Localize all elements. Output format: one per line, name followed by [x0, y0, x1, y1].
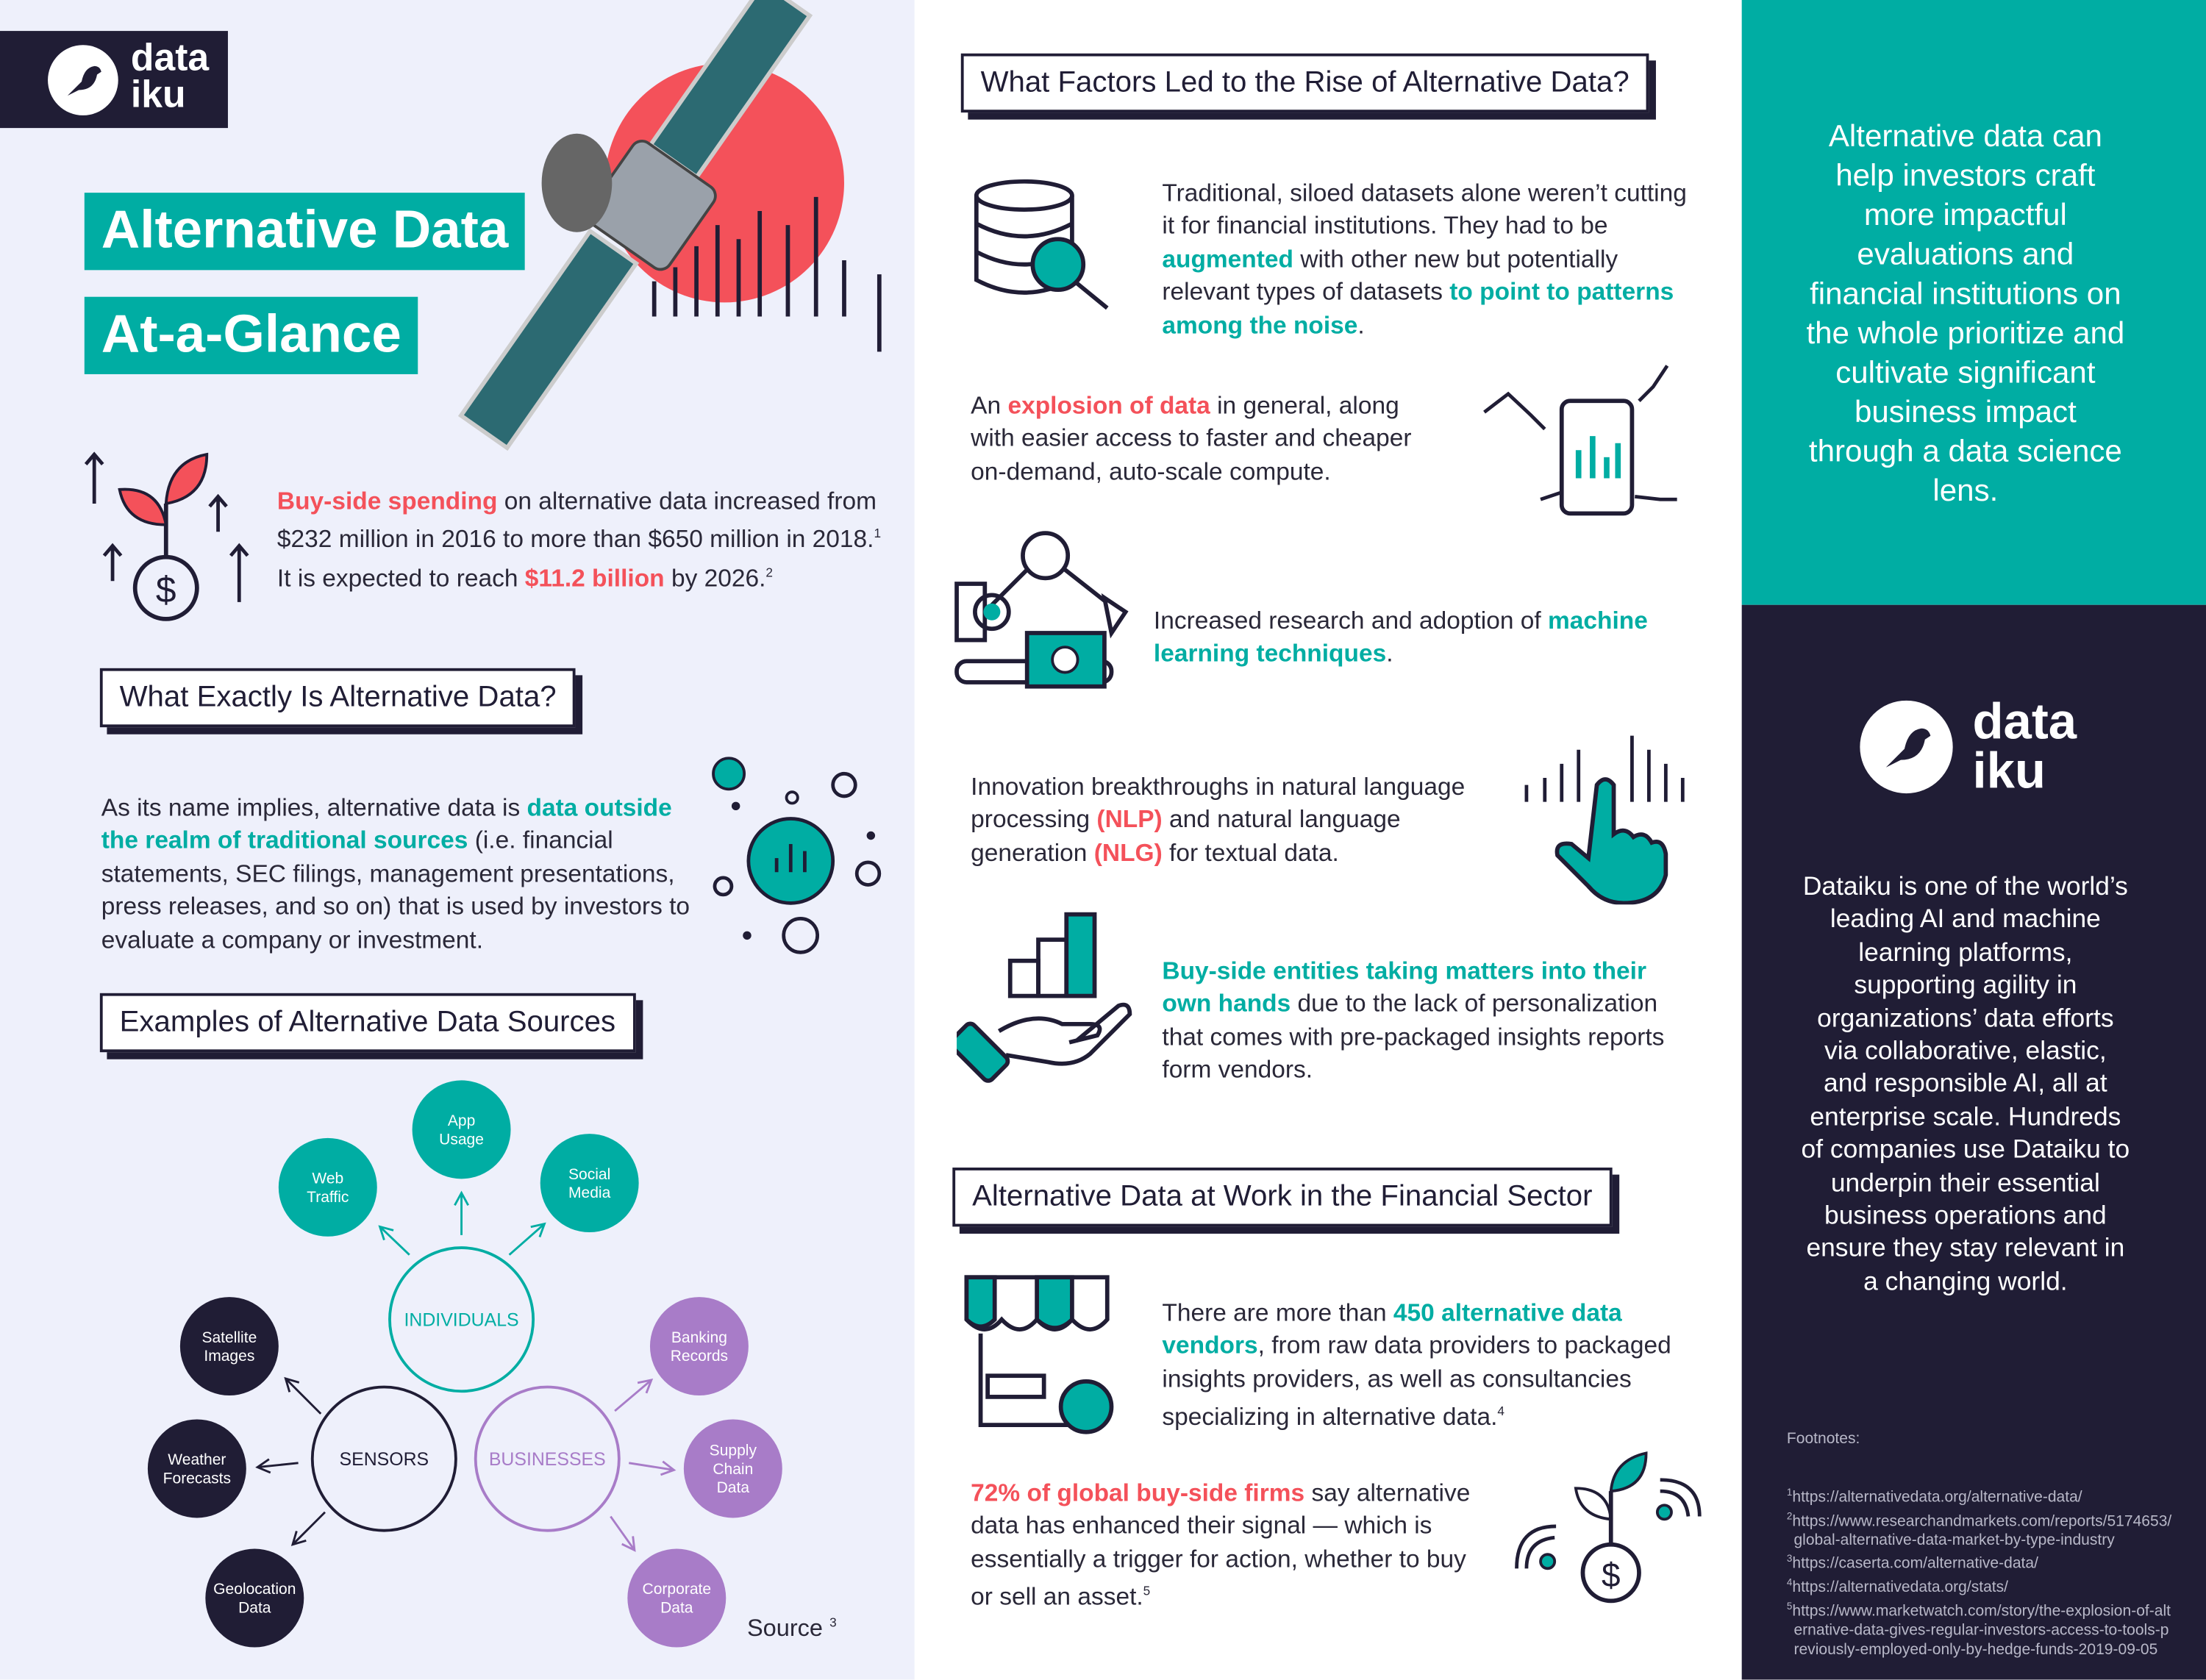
section-heading: Alternative Data at Work in the Financia…: [952, 1168, 1613, 1227]
footnote[interactable]: 3https://caserta.com/alternative-data/: [1787, 1551, 2174, 1574]
businesses-circle: [474, 1385, 621, 1532]
footnote-number: 2: [1786, 1512, 1793, 1522]
factor-text: Buy-side entities taking matters into th…: [1162, 957, 1665, 1084]
source-bubble: [540, 1134, 639, 1233]
footnote[interactable]: 2https://www.researchandmarkets.com/repo…: [1787, 1507, 2174, 1551]
logo-text: data: [130, 36, 210, 79]
plant-signal-icon: $: [1515, 1451, 1702, 1604]
logo-text: iku: [1972, 741, 2046, 799]
phone-chart-icon: [1483, 365, 1677, 516]
source-bubble: [278, 1137, 377, 1237]
dark-panel: [1741, 604, 2206, 1680]
arrow-icon: [378, 1225, 410, 1256]
bird-icon: [1860, 700, 1953, 794]
factor-text: An explosion of data in general, along w…: [971, 390, 1412, 485]
teal-panel: [1741, 0, 2206, 605]
spending-text: Buy-side spending on alternative data in…: [276, 487, 882, 592]
logo-text: data: [1972, 692, 2077, 750]
hand-bar-chart-icon: [957, 912, 1132, 1083]
source-label: Source 3: [746, 1615, 837, 1642]
footnote-url: https://alternativedata.org/alternative-…: [1792, 1489, 2082, 1506]
logo-large: data iku: [1857, 696, 2082, 801]
svg-text:$: $: [156, 569, 176, 610]
sensors-label: SENSORS: [340, 1449, 429, 1470]
source-bubble: [649, 1297, 749, 1395]
factor-text: Increased research and adoption of machi…: [1153, 606, 1648, 668]
footnote-number: 5: [1786, 1601, 1793, 1612]
source-bubble: [205, 1548, 304, 1648]
source-bubble: [179, 1297, 279, 1395]
storefront-icon: [964, 1275, 1114, 1434]
footnote-url: https://www.researchandmarkets.com/repor…: [1792, 1512, 2172, 1550]
database-search-icon: [974, 179, 1109, 310]
footnote-url: https://alternativedata.org/stats/: [1792, 1579, 2009, 1596]
work-text: There are more than 450 alternative data…: [1162, 1298, 1671, 1431]
arrow-icon: [454, 1190, 469, 1235]
hand-tap-icon: [1524, 735, 1685, 905]
source-bubble: [412, 1080, 511, 1179]
source-bubble: [147, 1419, 246, 1518]
footnote[interactable]: 4https://alternativedata.org/stats/: [1787, 1574, 2174, 1598]
arrow-icon: [284, 1376, 322, 1415]
arrow-icon: [255, 1458, 299, 1474]
sensors-circle: [310, 1385, 457, 1532]
footnote[interactable]: 5https://www.marketwatch.com/story/the-e…: [1787, 1598, 2174, 1660]
section-heading: What Exactly Is Alternative Data?: [99, 668, 577, 728]
footnote-url: https://caserta.com/alternative-data/: [1792, 1556, 2038, 1573]
arrow-icon: [290, 1511, 326, 1546]
arrow-icon: [610, 1515, 636, 1552]
footnote-number: 1: [1786, 1488, 1793, 1498]
factor-text: Traditional, siloed datasets alone weren…: [1162, 178, 1687, 339]
satellite-illustration: [457, 0, 882, 451]
individuals-circle: [388, 1246, 535, 1393]
svg-text:$: $: [1602, 1556, 1621, 1594]
logo: data iku: [0, 31, 228, 129]
sidebar-quote: Alternative data can help investors craf…: [1806, 118, 2125, 508]
robot-arm-laptop-icon: [954, 531, 1129, 689]
arrow-icon: [614, 1379, 654, 1412]
page-title: At-a-Glance: [84, 296, 418, 374]
plant-dollar-icon: $: [84, 451, 249, 621]
footnote[interactable]: 1https://alternativedata.org/alternative…: [1787, 1484, 2174, 1508]
work-text: 72% of global buy-side firms say alterna…: [971, 1478, 1471, 1611]
arrow-icon: [508, 1222, 546, 1256]
section-heading: What Factors Led to the Rise of Alternat…: [960, 53, 1649, 113]
factor-text: Innovation breakthroughs in natural lang…: [971, 772, 1466, 867]
source-bubble: [683, 1419, 782, 1518]
footnote-number: 4: [1786, 1578, 1793, 1589]
footnote-url: https://www.marketwatch.com/story/the-ex…: [1792, 1602, 2171, 1659]
data-bubbles-icon: [712, 757, 882, 954]
about-text: Dataiku is one of the world’s leading AI…: [1801, 871, 2130, 1295]
individuals-label: INDIVIDUALS: [404, 1309, 519, 1330]
footnote-number: 3: [1786, 1554, 1793, 1565]
section-heading: Examples of Alternative Data Sources: [99, 993, 635, 1053]
arrow-icon: [629, 1460, 677, 1476]
definition-text: As its name implies, alternative data is…: [101, 793, 690, 954]
page-title: Alternative Data: [84, 193, 526, 271]
bird-icon: [48, 45, 118, 115]
logo-text: iku: [130, 73, 186, 115]
source-bubble: [627, 1548, 727, 1648]
businesses-label: BUSINESSES: [489, 1449, 606, 1470]
footnotes-label: Footnotes:: [1786, 1430, 1860, 1448]
footnotes-list: 1https://alternativedata.org/alternative…: [1787, 1484, 2174, 1661]
